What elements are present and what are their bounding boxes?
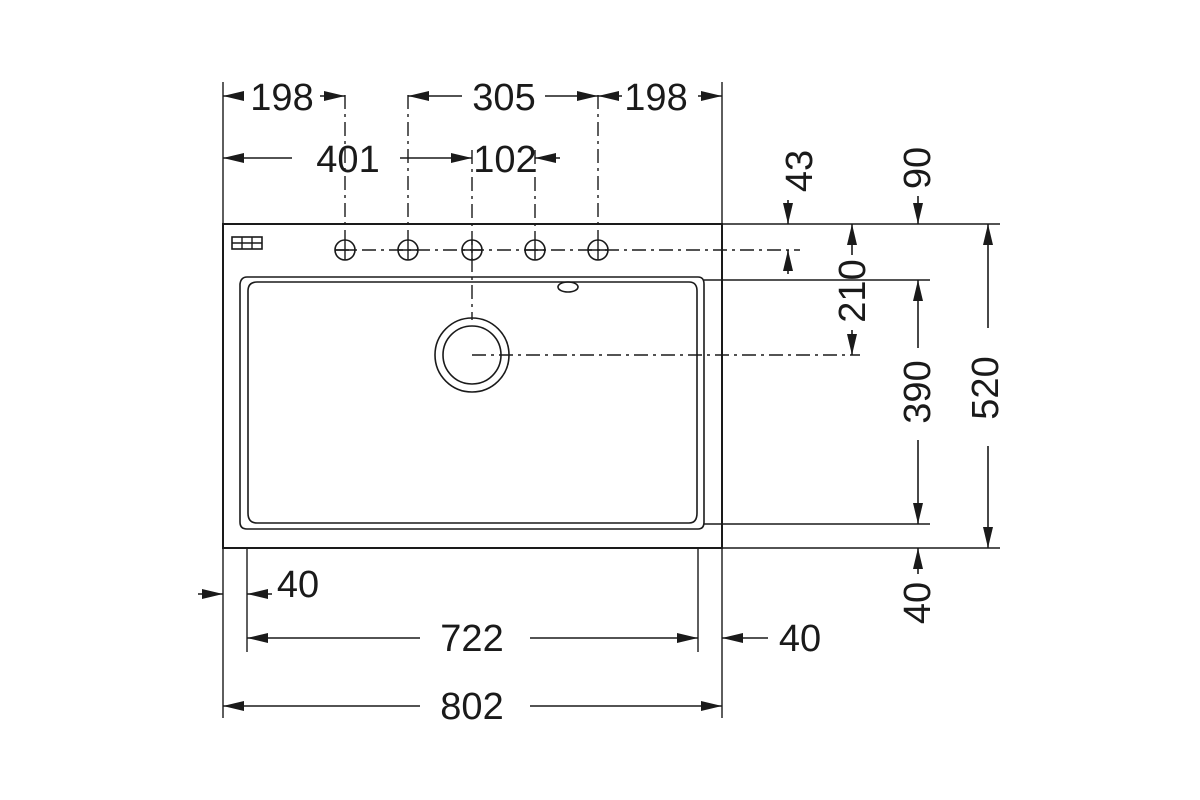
overflow-slot — [557, 281, 579, 293]
dim-label-198-right: 198 — [624, 77, 687, 119]
arrow-down-icon — [913, 203, 923, 224]
dim-label-210: 210 — [832, 259, 874, 322]
arrow-down-icon — [783, 203, 793, 224]
dim-label-43: 43 — [779, 150, 821, 192]
dim-label-40-bottom: 40 — [897, 582, 939, 624]
brand-plate-icon — [231, 236, 263, 250]
dim-label-520: 520 — [965, 356, 1007, 419]
arrow-left-icon — [535, 153, 556, 163]
arrow-up-icon — [983, 224, 993, 245]
dim-label-90: 90 — [897, 147, 939, 189]
sink-outer-rim — [222, 223, 723, 549]
arrowheads — [202, 91, 993, 711]
arrow-down-icon — [847, 334, 857, 355]
arrow-up-icon — [913, 280, 923, 301]
dim-label-401: 401 — [316, 139, 379, 181]
dim-label-40-left: 40 — [277, 564, 319, 606]
arrow-up-icon — [913, 548, 923, 569]
dim-label-390: 390 — [897, 360, 939, 423]
arrow-left-icon — [223, 91, 244, 101]
arrow-down-icon — [913, 503, 923, 524]
arrow-left-icon — [223, 701, 244, 711]
arrow-right-icon — [324, 91, 345, 101]
dim-label-802: 802 — [440, 686, 503, 728]
arrow-left-icon — [247, 589, 268, 599]
bowl-inner-edge — [247, 281, 698, 524]
arrow-left-icon — [223, 153, 244, 163]
arrow-right-icon — [202, 589, 223, 599]
sink-outline — [222, 223, 723, 549]
extension-lines — [222, 82, 1000, 718]
arrow-up-icon — [847, 224, 857, 245]
arrow-right-icon — [577, 91, 598, 101]
dimension-labels: 198 305 198 401 102 43 90 210 390 520 40… — [250, 77, 1007, 728]
arrow-left-icon — [598, 91, 619, 101]
arrow-left-icon — [247, 633, 268, 643]
arrow-left-icon — [408, 91, 429, 101]
dim-label-305: 305 — [472, 77, 535, 119]
center-lines — [335, 95, 860, 356]
dim-label-198-left: 198 — [250, 77, 313, 119]
arrow-right-icon — [701, 701, 722, 711]
dim-label-40-right: 40 — [779, 618, 821, 660]
arrow-up-icon — [783, 250, 793, 271]
arrow-down-icon — [983, 527, 993, 548]
arrow-left-icon — [722, 633, 743, 643]
arrow-right-icon — [701, 91, 722, 101]
arrow-right-icon — [451, 153, 472, 163]
dim-label-102: 102 — [473, 139, 536, 181]
bowl-outer-edge — [239, 276, 705, 530]
dim-label-722: 722 — [440, 618, 503, 660]
dimension-lines — [198, 95, 989, 707]
arrow-right-icon — [677, 633, 698, 643]
